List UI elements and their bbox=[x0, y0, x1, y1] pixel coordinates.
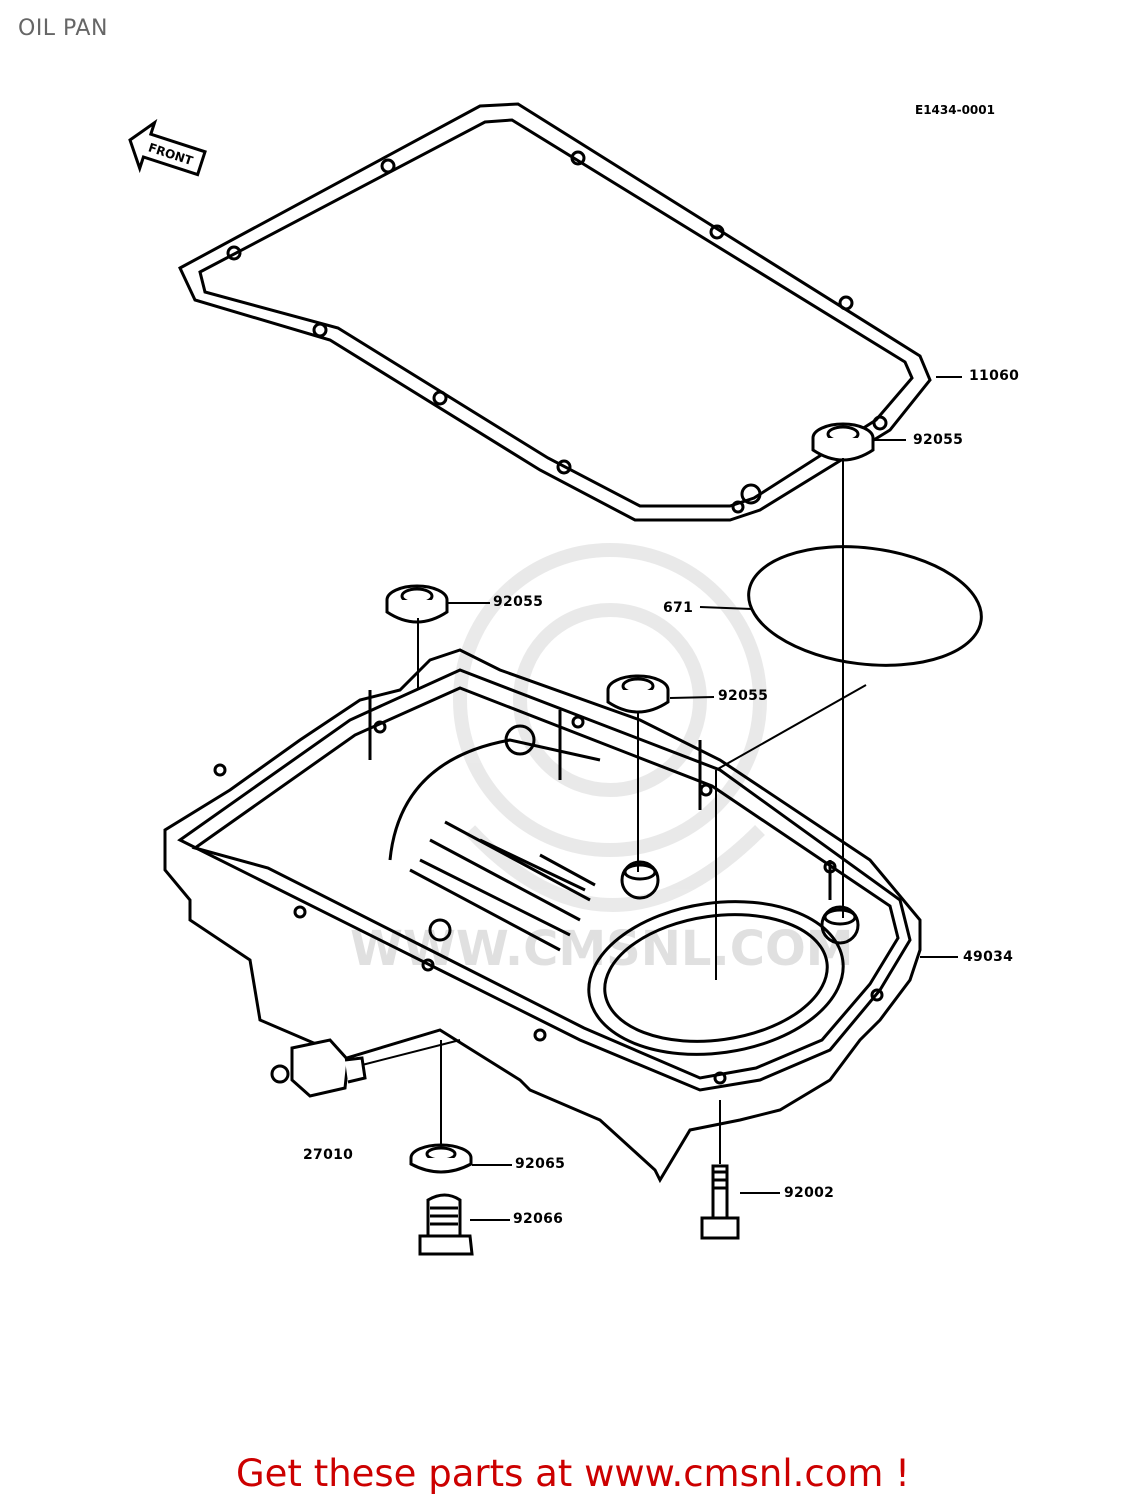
gasket-11060 bbox=[178, 102, 932, 522]
part-label-92055-a: 92055 bbox=[493, 594, 544, 610]
switch-27010 bbox=[270, 1038, 367, 1098]
oil-pan-49034 bbox=[163, 648, 922, 1184]
part-label-92066: 92066 bbox=[513, 1211, 564, 1227]
part-label-671: 671 bbox=[663, 600, 694, 616]
collar-92055-c bbox=[811, 422, 875, 462]
watermark-logo bbox=[453, 543, 767, 912]
collar-92055-b bbox=[606, 674, 670, 714]
parts-diagram: WWW.CMSNL.COM FRONT bbox=[128, 102, 983, 1256]
leader-lines bbox=[361, 376, 962, 1221]
o-ring-671 bbox=[747, 545, 983, 667]
bolt-92002 bbox=[700, 1164, 740, 1240]
drain-plug-92066 bbox=[418, 1193, 474, 1256]
part-label-49034: 49034 bbox=[963, 949, 1014, 965]
part-label-27010: 27010 bbox=[303, 1147, 354, 1163]
part-label-92055-c: 92055 bbox=[913, 432, 964, 448]
washer-92065 bbox=[409, 1143, 473, 1174]
part-label-11060: 11060 bbox=[969, 368, 1020, 384]
part-label-92065: 92065 bbox=[515, 1156, 566, 1172]
part-label-92055-b: 92055 bbox=[718, 688, 769, 704]
part-label-92002: 92002 bbox=[784, 1185, 835, 1201]
page-title: OIL PAN bbox=[18, 16, 108, 41]
collar-92055-a bbox=[385, 584, 449, 624]
diagram-code: E1434-0001 bbox=[915, 103, 995, 117]
front-arrow-icon: FRONT bbox=[128, 118, 207, 177]
footer-link[interactable]: Get these parts at www.cmsnl.com ! bbox=[235, 1452, 910, 1495]
